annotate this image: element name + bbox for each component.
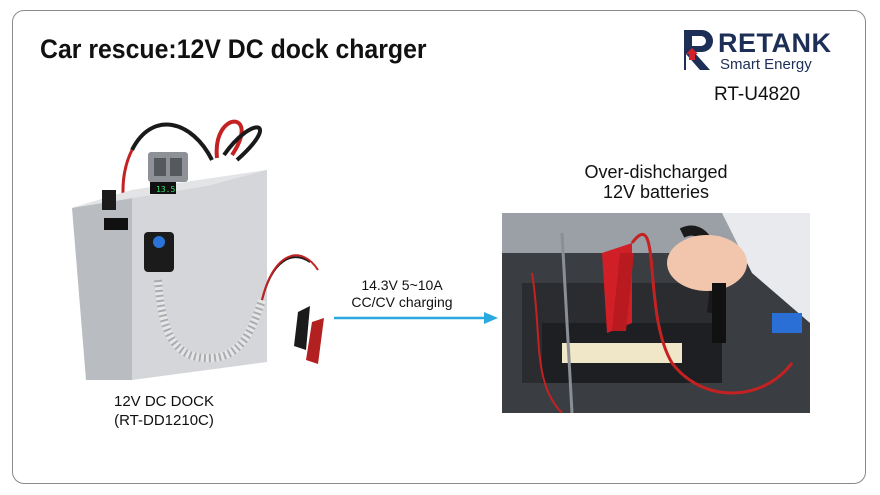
model-number: RT-U4820 [714, 84, 801, 105]
charging-rating: 14.3V 5~10A [361, 277, 443, 293]
battery-title-line1: Over-dishcharged [584, 162, 728, 182]
device-name: 12V DC DOCK [113, 393, 215, 410]
device-display-reading: 13.5 [156, 185, 175, 194]
charging-spec: 14.3V 5~10A CC/CV charging [332, 277, 472, 311]
charging-mode: CC/CV charging [351, 294, 453, 310]
battery-title-line2: 12V batteries [602, 182, 710, 202]
device-label: 12V DC DOCK (RT-DD1210C) [94, 392, 234, 430]
brand-tagline: Smart Energy [720, 56, 812, 73]
brand-logo: RETANK Smart Energy [682, 28, 852, 78]
dc-dock-device-image: 13.5 [72, 119, 324, 380]
battery-title: Over-dishcharged 12V batteries [556, 162, 756, 202]
retank-logo-icon [684, 30, 713, 70]
page-title: Car rescue:12V DC dock charger [40, 34, 427, 64]
device-model: (RT-DD1210C) [114, 412, 214, 429]
engine-bay-photo [502, 213, 810, 413]
brand-name: RETANK [718, 28, 832, 58]
charging-arrow-icon [334, 312, 498, 324]
